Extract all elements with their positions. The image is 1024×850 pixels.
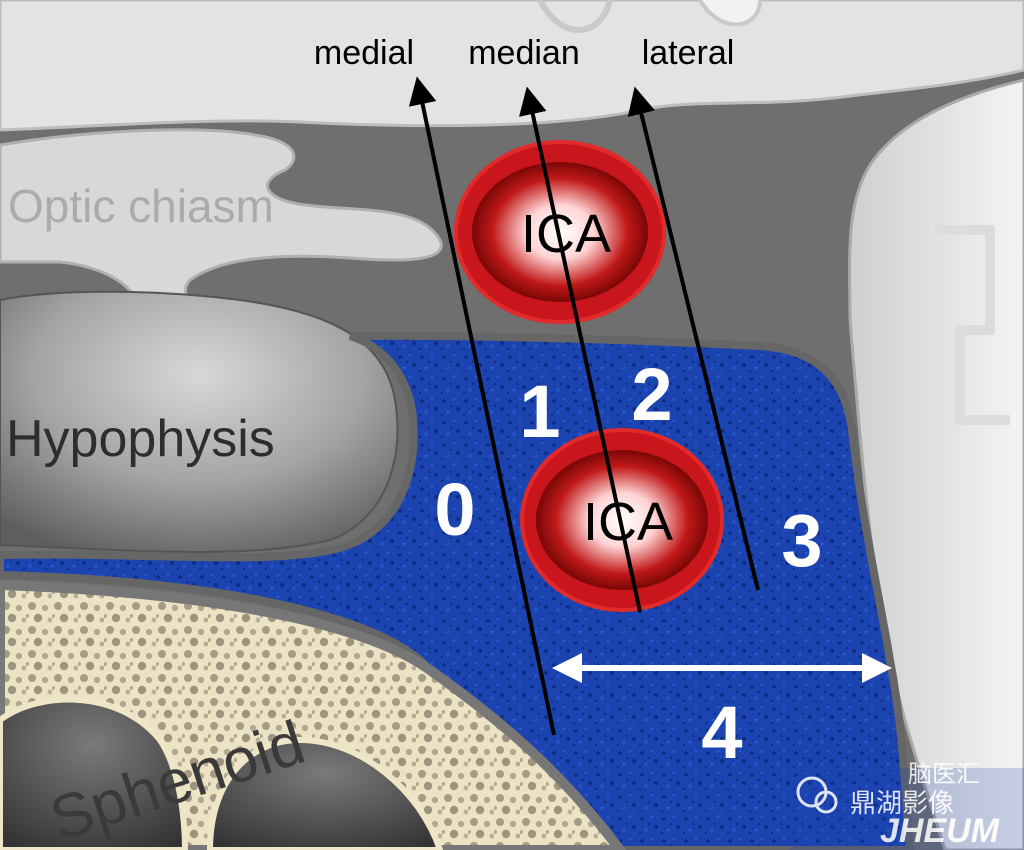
watermark: 脑医汇 鼎湖影像 JHEUM: [790, 761, 1024, 850]
grade-3: 3: [781, 499, 822, 582]
sphenoid-cavity-right: [206, 736, 444, 850]
lateral-label: lateral: [642, 34, 735, 72]
optic-chiasm-label: Optic chiasm: [8, 180, 274, 232]
hypophysis: [0, 290, 399, 553]
medial-line: [408, 76, 556, 736]
grade-1: 1: [519, 370, 560, 453]
watermark-bottom-text: 鼎湖影像: [850, 788, 954, 818]
medial-label: medial: [314, 34, 414, 72]
ica-lower-label: ICA: [583, 492, 673, 552]
lateral-line: [627, 86, 760, 591]
gyrus-line: [537, 0, 613, 33]
gyrus-line: [698, 0, 762, 27]
hypophysis-label: Hypophysis: [6, 410, 275, 468]
ica-upper-label: ICA: [521, 204, 611, 264]
wechat-icon-secondary: [814, 790, 838, 814]
grade-4: 4: [701, 691, 742, 774]
median-line: [519, 86, 642, 613]
grade-0: 0: [434, 468, 475, 551]
grade-2: 2: [631, 353, 672, 436]
wall-fold: [935, 225, 1010, 425]
watermark-logo: JHEUM: [880, 812, 1000, 850]
brain-top: [0, 0, 1024, 132]
watermark-top-text: 脑医汇: [908, 761, 980, 788]
sphenoid-cavity-left: [0, 696, 189, 850]
median-label: median: [468, 34, 580, 72]
